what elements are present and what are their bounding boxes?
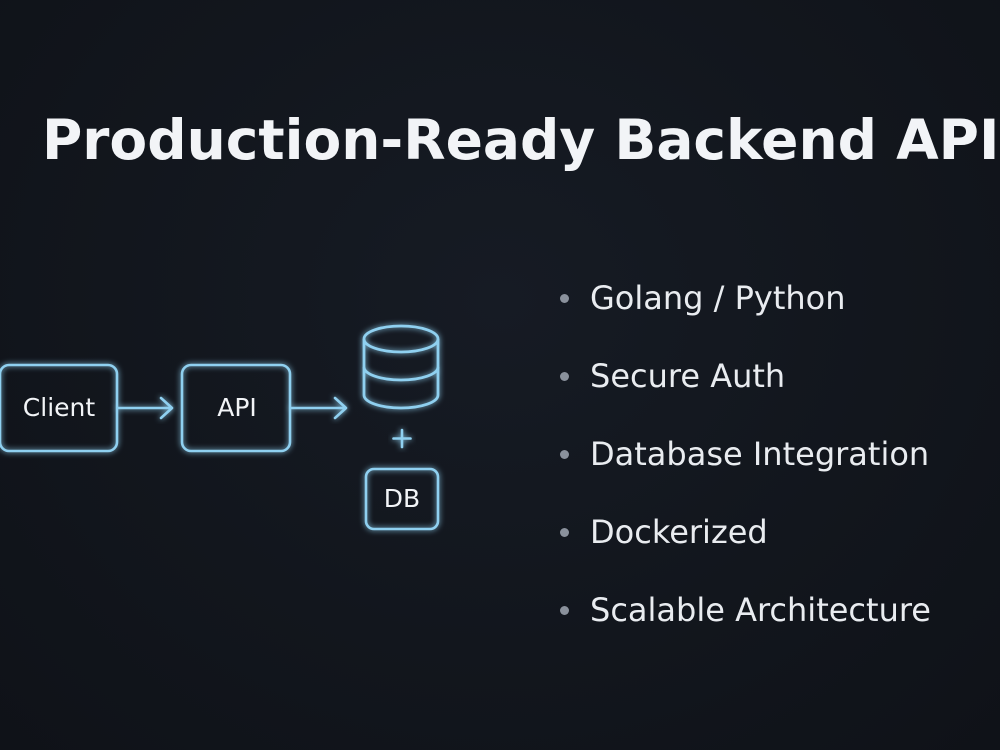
api-node: API bbox=[180, 363, 292, 453]
feature-text: Scalable Architecture bbox=[590, 591, 931, 629]
client-node: Client bbox=[0, 363, 119, 453]
feature-text: Secure Auth bbox=[590, 357, 786, 395]
feature-item: Database Integration bbox=[556, 428, 931, 506]
db-node: DB bbox=[364, 467, 440, 531]
feature-item: Golang / Python bbox=[556, 272, 931, 350]
db-node-label: DB bbox=[384, 484, 420, 513]
api-node-label: API bbox=[217, 393, 257, 422]
feature-item: Secure Auth bbox=[556, 350, 931, 428]
feature-text: Dockerized bbox=[590, 513, 768, 551]
feature-text: Database Integration bbox=[590, 435, 930, 473]
client-node-label: Client bbox=[23, 393, 96, 422]
feature-item: Dockerized bbox=[556, 506, 931, 584]
bullet-icon bbox=[560, 294, 569, 303]
bullet-icon bbox=[560, 450, 569, 459]
arrow-client-to-api bbox=[116, 396, 174, 420]
feature-list: Golang / Python Secure Auth Database Int… bbox=[556, 272, 931, 662]
database-cylinder-icon bbox=[362, 324, 440, 410]
bullet-icon bbox=[560, 606, 569, 615]
feature-text: Golang / Python bbox=[590, 279, 846, 317]
plus-icon bbox=[392, 428, 412, 449]
feature-item: Scalable Architecture bbox=[556, 584, 931, 662]
arrow-api-to-database bbox=[289, 396, 348, 420]
bullet-icon bbox=[560, 528, 569, 537]
page-title: Production-Ready Backend API bbox=[42, 108, 1000, 172]
bullet-icon bbox=[560, 372, 569, 381]
